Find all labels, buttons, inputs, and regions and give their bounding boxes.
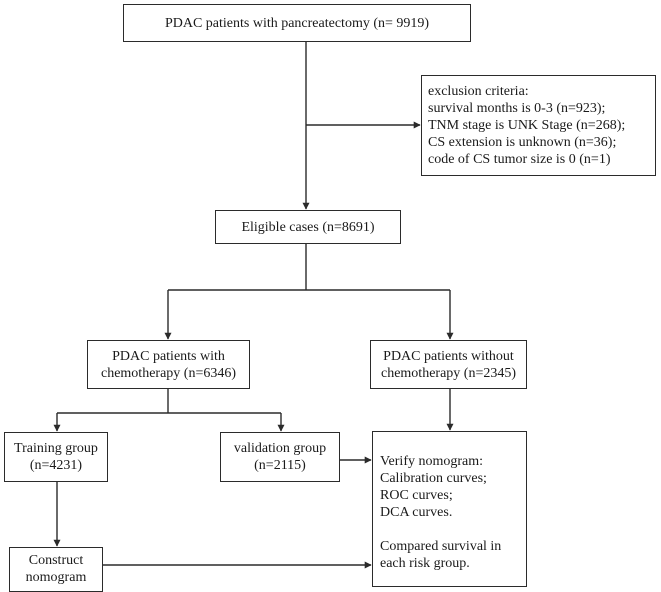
box-construct-nomogram: Construct nomogram — [9, 547, 103, 592]
box-with-chemotherapy: PDAC patients with chemotherapy (n=6346) — [87, 340, 250, 389]
box-exclusion-criteria: exclusion criteria: survival months is 0… — [421, 75, 656, 176]
box-text: (n=2115) — [254, 458, 306, 473]
box-text: (n=4231) — [29, 458, 83, 473]
box-verify-nomogram: Verify nomogram: Calibration curves; ROC… — [372, 431, 527, 587]
exclusion-item: code of CS tumor size is 0 (n=1) — [428, 152, 611, 167]
box-training-group: Training group (n=4231) — [4, 432, 108, 482]
verify-text: DCA curves. — [380, 505, 453, 520]
box-text: validation group — [233, 441, 327, 456]
exclusion-item: survival months is 0-3 (n=923); — [428, 101, 606, 116]
box-text: PDAC patients with pancreatectomy (n= 99… — [164, 15, 430, 31]
box-text: PDAC patients with — [112, 348, 225, 364]
box-text: chemotherapy (n=2345) — [380, 365, 517, 381]
verify-text: each risk group. — [380, 556, 470, 571]
exclusion-title: exclusion criteria: — [428, 84, 529, 99]
box-text: PDAC patients without — [383, 348, 514, 364]
verify-text: Calibration curves; — [380, 471, 487, 486]
box-without-chemotherapy: PDAC patients without chemotherapy (n=23… — [370, 340, 527, 389]
box-text: chemotherapy (n=6346) — [100, 365, 237, 381]
exclusion-item: CS extension is unknown (n=36); — [428, 135, 617, 150]
box-text: Construct — [28, 553, 84, 568]
box-validation-group: validation group (n=2115) — [220, 432, 340, 482]
verify-text: Compared survival in — [380, 539, 502, 554]
box-text: Training group — [14, 441, 98, 456]
box-eligible-cases: Eligible cases (n=8691) — [215, 210, 401, 244]
exclusion-item: TNM stage is UNK Stage (n=268); — [428, 118, 626, 133]
verify-text: ROC curves; — [380, 488, 453, 503]
box-text: Eligible cases (n=8691) — [241, 219, 375, 235]
box-text: nomogram — [25, 570, 87, 585]
box-pdac-pancreatectomy: PDAC patients with pancreatectomy (n= 99… — [123, 4, 471, 42]
verify-text: Verify nomogram: — [380, 454, 484, 469]
